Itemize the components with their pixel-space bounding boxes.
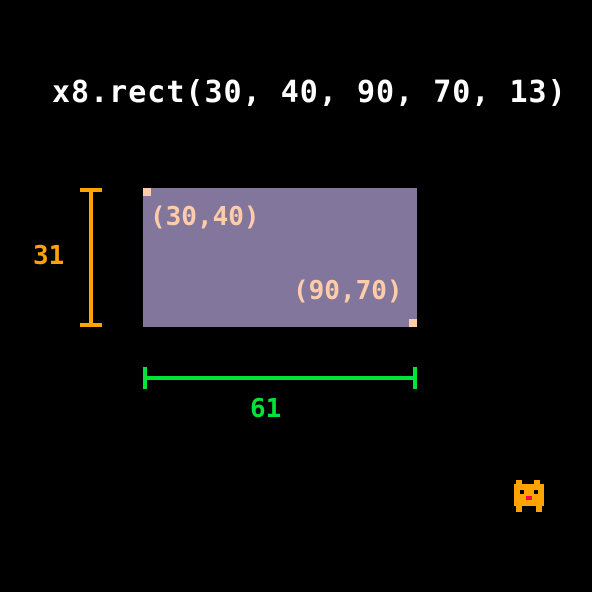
- height-bracket-line: [89, 188, 93, 327]
- end-coordinate-label: (90,70): [293, 276, 403, 306]
- height-bracket-bottom: [80, 323, 102, 327]
- end-corner-marker: [409, 319, 417, 327]
- width-value-label: 61: [250, 394, 282, 424]
- height-value-label: 31: [33, 241, 65, 271]
- width-bracket-line: [143, 376, 417, 380]
- start-coordinate-label: (30,40): [150, 202, 260, 232]
- start-corner-marker: [143, 188, 151, 196]
- cat-mascot-icon: [514, 480, 544, 512]
- width-dimension-bracket: [143, 367, 417, 389]
- height-dimension-bracket: [80, 188, 102, 327]
- width-bracket-right: [413, 367, 417, 389]
- code-call-text: x8.rect(30, 40, 90, 70, 13): [52, 75, 567, 110]
- drawn-rectangle: [143, 188, 417, 327]
